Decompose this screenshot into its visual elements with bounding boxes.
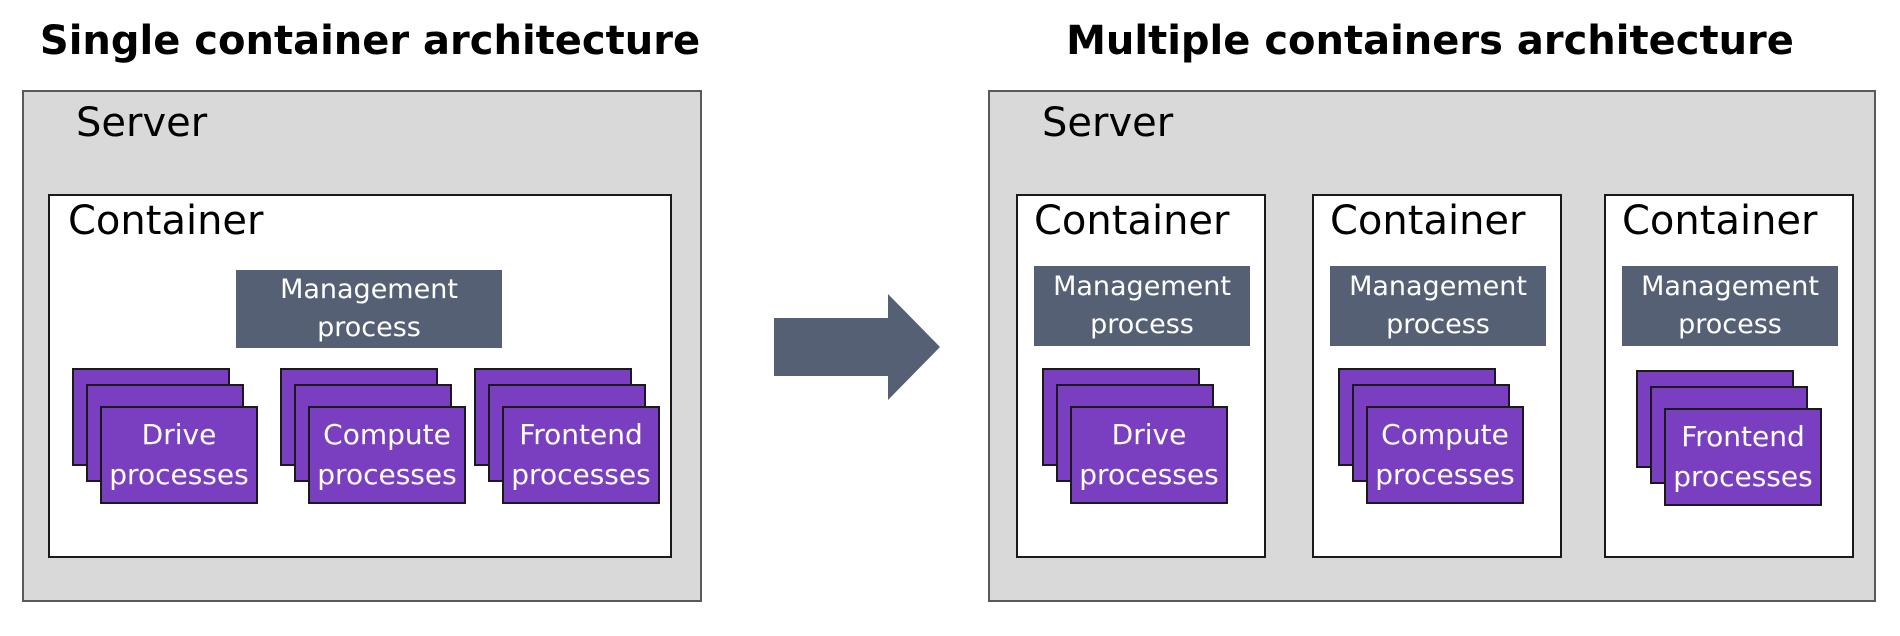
left-management-process: Management process <box>236 270 502 348</box>
right-management-line1: Management <box>1641 271 1819 302</box>
left-management-line2: process <box>317 312 421 343</box>
right-container-drive: Container Management process Drive proce… <box>1016 194 1266 558</box>
right-management-line2: process <box>1386 309 1490 340</box>
right-frontend-line1: Frontend <box>1681 420 1805 453</box>
left-server-label: Server <box>76 100 208 146</box>
right-frontend-processes-stack: Frontend processes <box>1636 370 1822 510</box>
right-frontend-line2: processes <box>1673 460 1813 493</box>
right-container-compute: Container Management process Compute pro… <box>1312 194 1562 558</box>
right-management-process: Management process <box>1622 266 1838 346</box>
right-container-frontend: Container Management process Frontend pr… <box>1604 194 1854 558</box>
right-container-label: Container <box>1622 198 1818 244</box>
right-management-process: Management process <box>1330 266 1546 346</box>
left-frontend-processes-stack: Frontend processes <box>474 368 660 508</box>
right-management-line1: Management <box>1349 271 1527 302</box>
left-compute-line1: Compute <box>323 418 451 451</box>
right-container-label: Container <box>1330 198 1526 244</box>
right-management-line2: process <box>1090 309 1194 340</box>
left-frontend-card-front: Frontend processes <box>502 406 660 504</box>
left-drive-line2: processes <box>109 458 249 491</box>
left-diagram-title: Single container architecture <box>39 18 701 64</box>
left-frontend-line2: processes <box>511 458 651 491</box>
right-compute-line1: Compute <box>1381 418 1509 451</box>
left-compute-card-front: Compute processes <box>308 406 466 504</box>
right-management-line1: Management <box>1053 271 1231 302</box>
left-frontend-line1: Frontend <box>519 418 643 451</box>
right-drive-processes-stack: Drive processes <box>1042 368 1228 508</box>
left-container-label: Container <box>68 198 264 244</box>
right-management-process: Management process <box>1034 266 1250 346</box>
left-management-line1: Management <box>280 274 458 305</box>
right-frontend-card-front: Frontend processes <box>1664 408 1822 506</box>
right-server-label: Server <box>1042 100 1174 146</box>
left-drive-card-front: Drive processes <box>100 406 258 504</box>
right-management-line2: process <box>1678 309 1782 340</box>
right-drive-line1: Drive <box>1111 418 1187 451</box>
right-compute-line2: processes <box>1375 458 1515 491</box>
left-compute-processes-stack: Compute processes <box>280 368 466 508</box>
right-diagram-title: Multiple containers architecture <box>1066 18 1794 64</box>
left-drive-processes-stack: Drive processes <box>72 368 258 508</box>
left-container-box: Container Management process Drive proce… <box>48 194 672 558</box>
right-server-box: Server Container Management process Driv… <box>988 90 1876 602</box>
right-drive-card-front: Drive processes <box>1070 406 1228 504</box>
left-compute-line2: processes <box>317 458 457 491</box>
right-compute-processes-stack: Compute processes <box>1338 368 1524 508</box>
left-server-box: Server Container Management process Driv… <box>22 90 702 602</box>
right-drive-line2: processes <box>1079 458 1219 491</box>
left-drive-line1: Drive <box>141 418 217 451</box>
right-arrow-icon <box>774 294 940 400</box>
right-container-label: Container <box>1034 198 1230 244</box>
right-compute-card-front: Compute processes <box>1366 406 1524 504</box>
